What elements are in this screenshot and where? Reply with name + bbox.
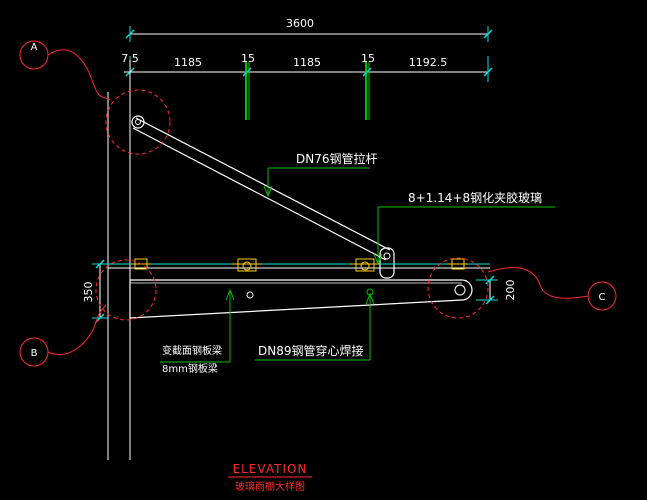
rod-end-bracket	[379, 247, 395, 279]
svg-text:C: C	[599, 292, 606, 303]
label-rod: DN76钢管拉杆	[296, 151, 378, 166]
leader-pipe: DN89钢管穿心焊接	[255, 292, 375, 361]
overall-tick-right	[483, 29, 493, 39]
top-dimension-chain: 3600 7.5 1185 15 1185 15 1192.5	[121, 17, 493, 120]
marker-b: B	[19, 304, 107, 367]
glass-clamp-4	[447, 258, 468, 270]
detail-circle-a	[105, 89, 171, 155]
beam-hole-1	[246, 291, 254, 299]
segment-tick-2	[242, 67, 252, 77]
title-sub: 玻璃雨棚大样图	[235, 480, 305, 493]
segment-text-2: 15	[241, 52, 255, 65]
segment-text-5: 1192.5	[409, 56, 448, 69]
segment-text-1: 1185	[174, 56, 202, 69]
label-glass: 8+1.14+8钢化夹胶玻璃	[408, 190, 542, 205]
right-vertical-dimension: 200	[476, 275, 517, 305]
detail-circles	[95, 89, 489, 321]
beam-end-pin	[454, 284, 466, 296]
label-plate: 8mm钢板梁	[162, 362, 218, 375]
overall-dim-text: 3600	[286, 17, 314, 30]
glass-clamp-2	[232, 258, 262, 272]
label-pipe: DN89钢管穿心焊接	[258, 343, 364, 358]
label-beam-section: 变截面钢板梁	[162, 344, 222, 357]
rod-pin-top	[131, 115, 145, 129]
marker-c: C	[487, 267, 617, 311]
leader-rod: DN76钢管拉杆	[263, 151, 378, 198]
overall-tick-left	[125, 29, 135, 39]
marker-a: A	[19, 40, 111, 101]
segment-text-0: 7.5	[121, 52, 139, 65]
wall-column	[107, 60, 131, 460]
segment-tick-4	[362, 67, 372, 77]
glass-panel	[108, 263, 490, 269]
segment-tick-5	[483, 67, 493, 77]
left-vertical-dimension: 350	[82, 259, 108, 323]
leader-glass: 8+1.14+8钢化夹胶玻璃	[373, 190, 555, 266]
left-vertical-dim-text: 350	[82, 282, 95, 303]
drawing-title: ELEVATION 玻璃雨棚大样图	[228, 462, 312, 493]
title-main: ELEVATION	[233, 462, 308, 476]
svg-text:B: B	[31, 348, 38, 359]
detail-circle-b	[95, 259, 157, 321]
leader-beam: 变截面钢板梁 8mm钢板梁	[160, 288, 235, 375]
svg-text:A: A	[31, 42, 38, 53]
segment-text-4: 15	[361, 52, 375, 65]
segment-text-3: 1185	[293, 56, 321, 69]
glass-clamp-3	[350, 258, 380, 272]
right-vertical-dim-text: 200	[504, 280, 517, 301]
detail-circle-c	[427, 257, 489, 319]
tapered-beam	[129, 279, 473, 319]
tension-rod	[131, 115, 391, 261]
